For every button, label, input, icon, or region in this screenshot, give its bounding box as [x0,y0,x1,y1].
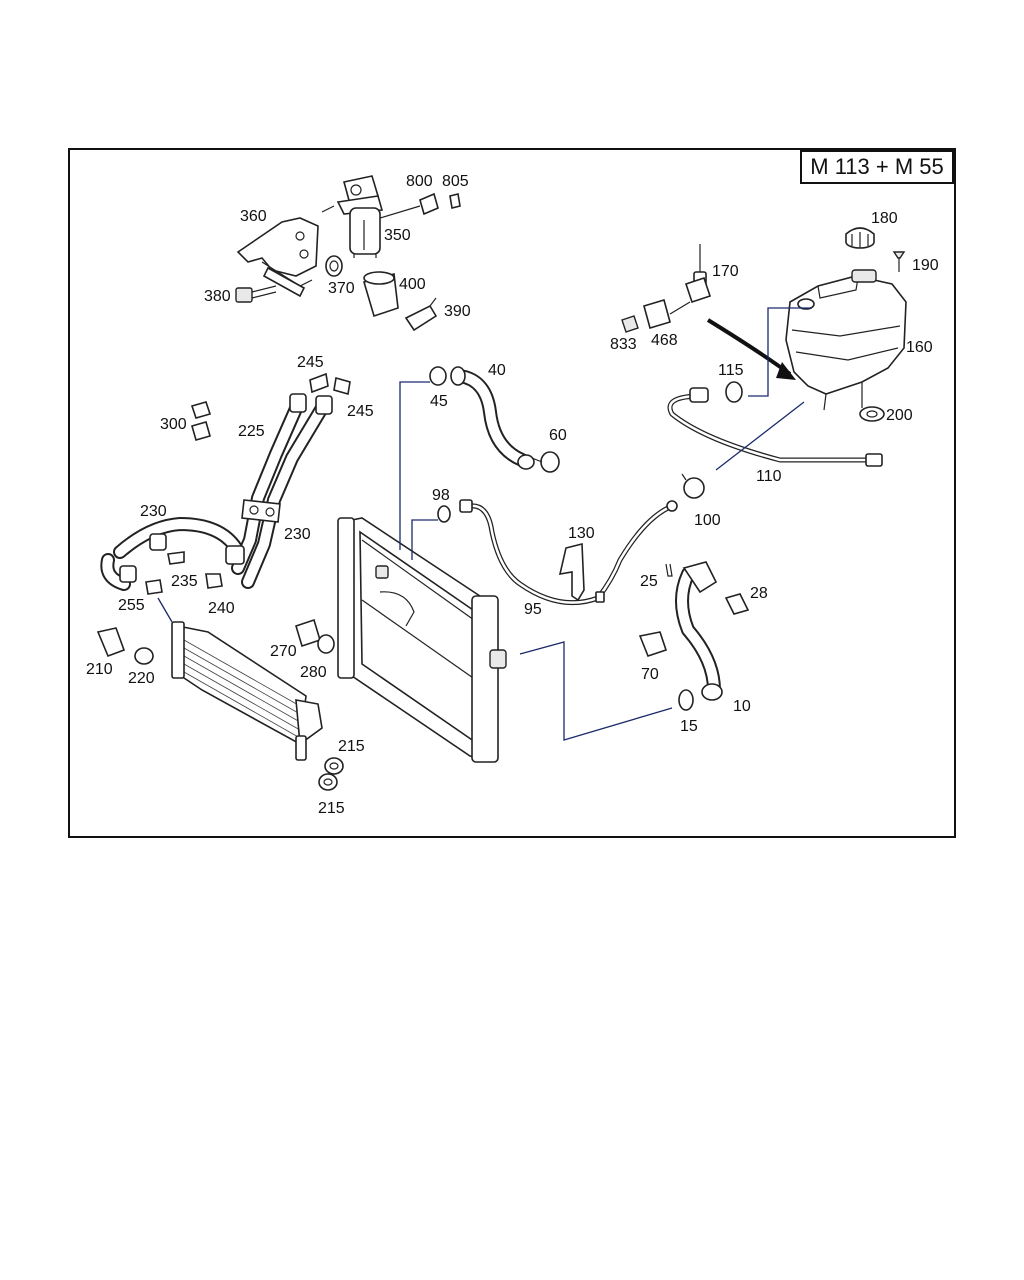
clamp-240 [205,573,223,589]
label-350: 350 [384,227,411,244]
clamp-60 [531,451,560,473]
sleeve-400 [363,271,399,318]
diagram-frame [68,148,956,838]
label-215-bottom: 215 [318,800,345,817]
pipe-225 [231,393,333,589]
label-60: 60 [549,427,567,444]
pipe-95 [459,499,678,606]
clamp-28 [724,593,750,615]
hose-210 [96,627,126,658]
label-98: 98 [432,487,450,504]
label-255: 255 [118,597,145,614]
clamp-220 [134,647,154,665]
leader-radiator-15 [519,641,673,741]
label-400: 400 [399,276,426,293]
label-245-right: 245 [347,403,374,420]
label-10: 10 [733,698,751,715]
label-70: 70 [641,666,659,683]
part-800 [379,192,439,219]
label-160: 160 [906,339,933,356]
clip-25 [665,563,673,577]
hose-40 [450,366,535,470]
label-230-right: 230 [284,526,311,543]
leader-cooler-255 [157,597,173,623]
leader-radiator-98 [411,519,438,560]
connector-468 [643,298,691,330]
clamp-100 [681,473,705,499]
label-210: 210 [86,661,113,678]
oring-45 [429,366,447,386]
label-805: 805 [442,173,469,190]
clamp-300 [190,401,212,441]
grommet-200 [859,406,885,422]
leader-radiator-top [399,381,430,550]
radiator [337,517,507,763]
oring-98 [437,505,451,523]
label-225: 225 [238,423,265,440]
cooler [171,621,323,761]
clamp-70 [638,631,668,657]
leader-115 [748,307,812,397]
screw-190 [892,251,906,272]
bracket-130 [558,542,585,602]
label-45: 45 [430,393,448,410]
pump-350 [321,175,384,258]
label-95: 95 [524,601,542,618]
ring-370 [325,255,343,277]
label-200: 200 [886,407,913,424]
label-468: 468 [651,332,678,349]
bracket-360 [236,217,319,298]
label-235: 235 [171,573,198,590]
label-390: 390 [444,303,471,320]
label-100: 100 [694,512,721,529]
label-180: 180 [871,210,898,227]
label-40: 40 [488,362,506,379]
sensor-170 [684,244,712,304]
label-190: 190 [912,257,939,274]
model-badge: M 113 + M 55 [800,150,954,184]
hose-10 [675,561,723,701]
label-280: 280 [300,664,327,681]
tank-160 [785,269,907,411]
leader-110 [715,401,805,471]
label-270: 270 [270,643,297,660]
label-110: 110 [756,468,782,485]
label-833: 833 [610,336,637,353]
part-833 [621,315,639,333]
label-370: 370 [328,280,355,297]
sleeve-270 [295,618,321,648]
hose-230 [100,517,245,591]
oring-115 [725,381,743,403]
label-240: 240 [208,600,235,617]
oring-15 [678,689,694,711]
clamp-390 [404,297,438,332]
clamp-280 [317,634,335,654]
part-805 [449,193,461,209]
label-28: 28 [750,585,768,602]
label-215-top: 215 [338,738,365,755]
hose-110 [667,387,883,467]
label-230-left: 230 [140,503,167,520]
label-245-top: 245 [297,354,324,371]
label-130: 130 [568,525,595,542]
label-220: 220 [128,670,155,687]
bolt-380 [235,285,277,303]
clamps-245 [309,372,351,396]
label-115: 115 [718,362,744,379]
assembly-arrowhead [776,362,796,380]
label-380: 380 [204,288,231,305]
grommets-215 [318,757,344,791]
clamp-255 [145,579,163,595]
label-15: 15 [680,718,698,735]
clamp-235 [167,551,185,565]
label-170: 170 [712,263,739,280]
label-25: 25 [640,573,658,590]
label-360: 360 [240,208,267,225]
label-800: 800 [406,173,433,190]
cap-180 [845,227,875,249]
label-300: 300 [160,416,187,433]
